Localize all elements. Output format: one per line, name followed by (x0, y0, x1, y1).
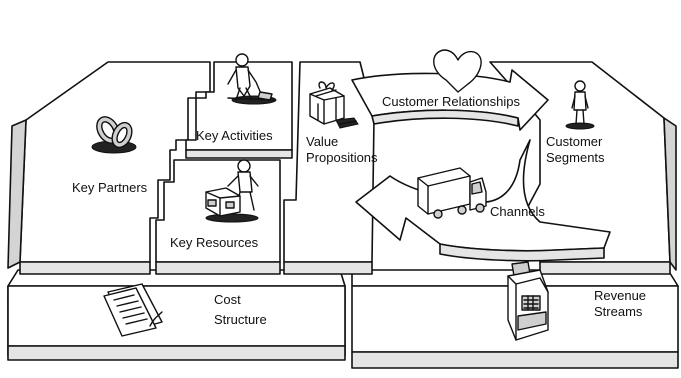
key-partners-block (7, 61, 211, 275)
cash-register-icon (507, 261, 549, 341)
standing-person-icon (565, 80, 595, 130)
heart-icon (433, 49, 482, 93)
key-partners-label: Key Partners (72, 180, 148, 195)
revenue-streams-label-line1: Revenue (594, 288, 646, 303)
key-resources-label: Key Resources (170, 235, 259, 250)
cost-structure-label-line1: Cost (214, 292, 241, 307)
value-propositions-label-line1: Value (306, 134, 338, 149)
cost-structure-label-line2: Structure (214, 312, 267, 327)
customer-relationships-label: Customer Relationships (382, 94, 521, 109)
gift-package-icon (309, 81, 359, 129)
value-propositions-label-line2: Propositions (306, 150, 378, 165)
invoice-paper-icon (103, 283, 163, 337)
key-activities-block (185, 61, 293, 159)
channels-arrow (355, 139, 611, 262)
key-activities-label: Key Activities (196, 128, 273, 143)
customer-relationships-arrow (351, 69, 549, 131)
person-with-boxes-icon (205, 159, 259, 223)
delivery-truck-icon (417, 167, 487, 219)
linked-rings-icon (91, 116, 137, 154)
revenue-streams-label-line2: Streams (594, 304, 643, 319)
channels-label: Channels (490, 204, 545, 219)
worker-icon (227, 53, 277, 105)
value-propositions-block (283, 61, 375, 275)
cost-structure-block (7, 269, 346, 361)
customer-segments-label-line1: Customer (546, 134, 603, 149)
customer-segments-label-line2: Segments (546, 150, 605, 165)
